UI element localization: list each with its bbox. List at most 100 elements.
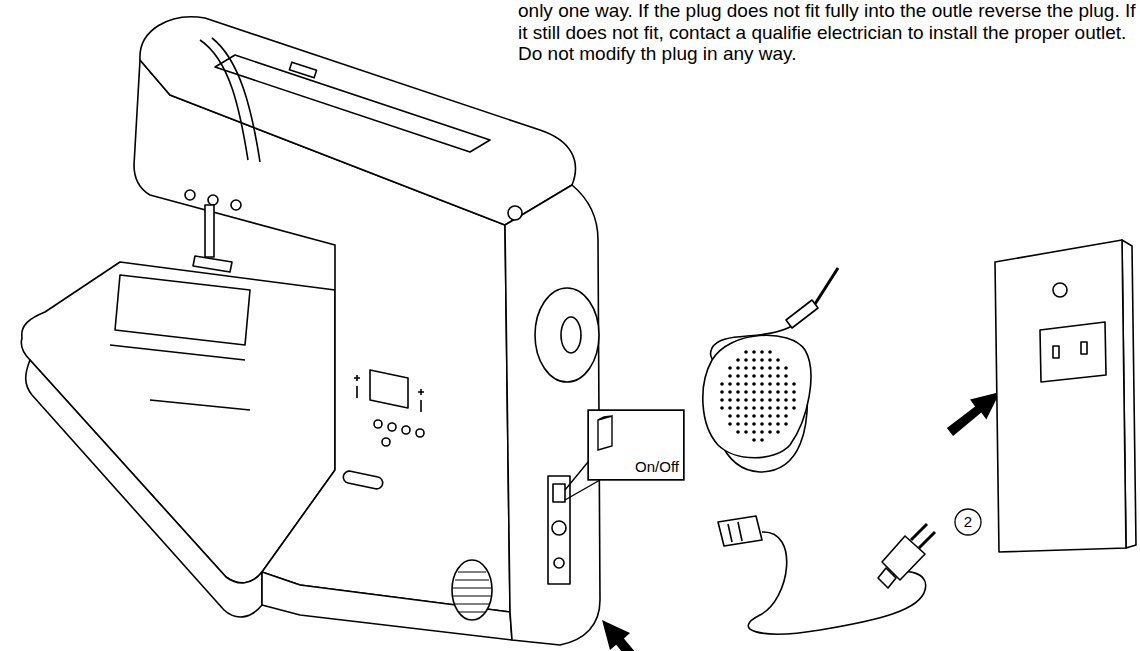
pedal-dot [752, 374, 756, 378]
pedal-dot [744, 390, 748, 394]
pedal-dot [728, 374, 732, 378]
pedal-dot [752, 438, 756, 442]
pedal-dot [760, 374, 764, 378]
outlet-plate [995, 240, 1126, 552]
pedal-dot [776, 430, 780, 434]
pedal-dot [776, 414, 780, 418]
pedal-dot [736, 414, 740, 418]
pedal-dot [760, 382, 764, 386]
pedal-dot [768, 398, 772, 402]
pedal-dot [760, 422, 764, 426]
pedal-dot [760, 438, 764, 442]
pedal-dot [760, 358, 764, 362]
pedal-dot [720, 390, 724, 394]
outlet-screw [1053, 283, 1067, 297]
pedal-dot [736, 374, 740, 378]
pedal-dot [776, 422, 780, 426]
power-panel [548, 476, 570, 584]
callout-number: 2 [956, 511, 980, 533]
machine-right-face [505, 185, 600, 645]
pedal-dot [728, 366, 732, 370]
pedal-dot [752, 430, 756, 434]
pedal-dot [768, 390, 772, 394]
pedal-dot [760, 406, 764, 410]
pedal-dot [752, 382, 756, 386]
wall-outlet [995, 240, 1136, 552]
bobbin-winder [508, 206, 522, 220]
pedal-dot [776, 374, 780, 378]
vent [452, 560, 492, 620]
pedal-dot [776, 390, 780, 394]
pedal-dot [736, 390, 740, 394]
pedal-dot [776, 358, 780, 362]
pedal-dots [720, 350, 796, 442]
pedal-dot [736, 422, 740, 426]
sewing-machine [21, 17, 600, 645]
pedal-dot [744, 366, 748, 370]
pedal-dot [768, 350, 772, 354]
dial [185, 190, 195, 200]
bed-line [110, 345, 250, 410]
needle-bar [205, 205, 214, 257]
switch-inset [565, 410, 684, 500]
pedal-dot [752, 390, 756, 394]
pedal-dot [768, 406, 772, 410]
pedal-dot [752, 366, 756, 370]
connector-detail [728, 522, 742, 542]
pedal-dot [744, 382, 748, 386]
pedal-dot [760, 414, 764, 418]
receptacle-slot [1053, 346, 1059, 358]
pedal-dot [752, 350, 756, 354]
direction-arrow [602, 620, 664, 651]
presser-foot [193, 256, 232, 272]
machine-head-top [140, 17, 576, 225]
inset-background [588, 410, 684, 480]
receptacle [1040, 322, 1106, 382]
pedal-dot [784, 366, 788, 370]
pedal-dot [744, 358, 748, 362]
pedal-dot [760, 350, 764, 354]
pedal-dot [744, 414, 748, 418]
plus-minus-mark [354, 375, 424, 412]
pedal-dot [784, 382, 788, 386]
switch-inset-box: On/Off [588, 410, 684, 480]
plug-prong [911, 524, 935, 548]
pedal-dot [744, 422, 748, 426]
pedal-dot [768, 374, 772, 378]
pedal-plug [786, 300, 818, 328]
foot-controller [703, 268, 838, 472]
pedal-dot [752, 422, 756, 426]
button [382, 438, 390, 446]
pedal-dot [784, 390, 788, 394]
spool-slot [289, 62, 316, 78]
pedal-socket [552, 521, 566, 535]
pedal-dot [784, 414, 788, 418]
pedal-dot [728, 398, 732, 402]
needle-plate [115, 275, 250, 345]
pedal-dot [728, 382, 732, 386]
pedal-dot [736, 430, 740, 434]
leader-line [565, 462, 600, 500]
pedal-dot [736, 358, 740, 362]
pedal-dot [760, 430, 764, 434]
pedal-dot [776, 406, 780, 410]
wall-plug [882, 536, 925, 580]
switch-label: On/Off [635, 458, 679, 475]
power-switch [553, 484, 565, 502]
pedal-dot [768, 422, 772, 426]
pedal-dot [768, 414, 772, 418]
pedal-dot [744, 406, 748, 410]
power-cord [718, 516, 935, 634]
pedal-dot [784, 406, 788, 410]
pedal-dot [784, 374, 788, 378]
instruction-note: only one way. If the plug does not fit f… [518, 0, 1138, 65]
cord-cable [748, 532, 925, 634]
pedal-dot [792, 406, 796, 410]
pedal-dot [768, 430, 772, 434]
vent-grill [453, 572, 491, 612]
pedal-dot [752, 398, 756, 402]
pedal-dot [720, 398, 724, 402]
handwheel-hub [561, 317, 581, 353]
